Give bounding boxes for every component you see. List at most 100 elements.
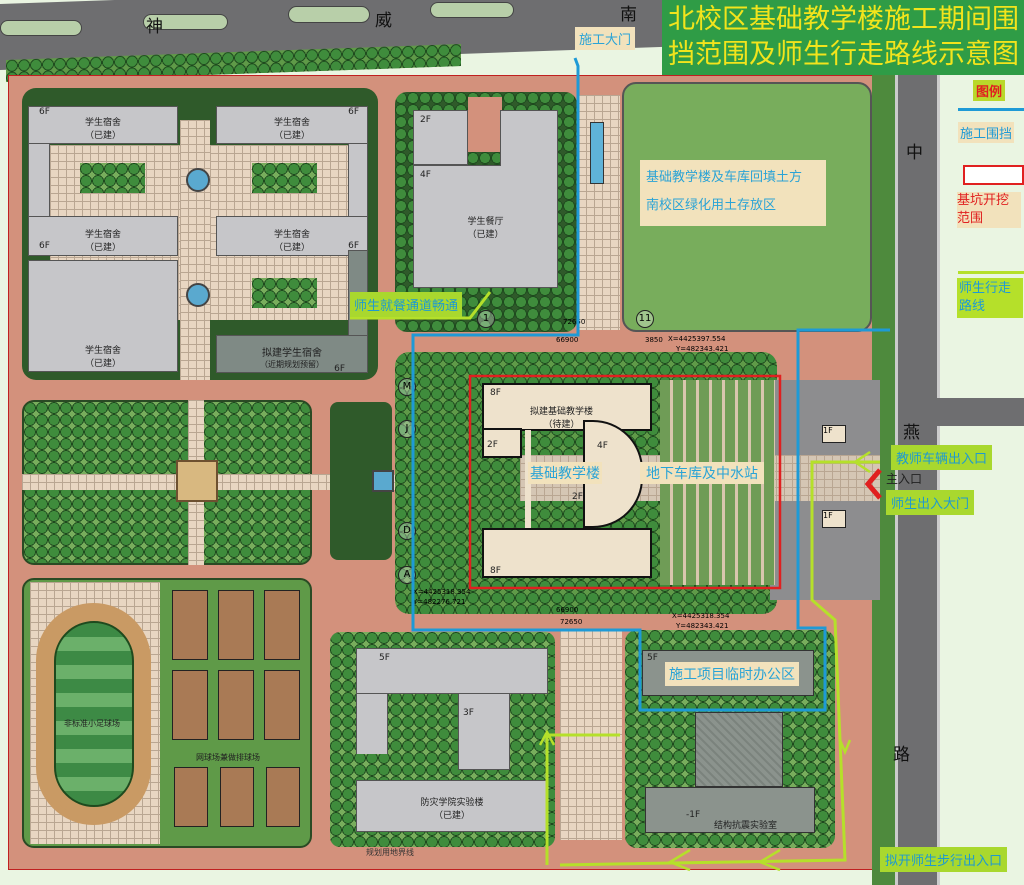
building-lab-south: 防灾学院实验楼（已建）: [356, 780, 548, 832]
building-dorm-planned: 拟建学生宿舍（近期规划预留）6F: [216, 335, 368, 374]
excavation-boundary: [468, 374, 782, 590]
axis-marker: 11: [636, 310, 654, 328]
building-teaching-south: [482, 528, 652, 578]
road-name: 中: [906, 143, 923, 163]
basketball-court: [218, 670, 254, 740]
basketball-court: [264, 590, 300, 660]
building-lab: 5F: [356, 648, 548, 694]
teaching-building-label: 基础教学楼: [528, 462, 602, 484]
legend-line-hoarding: [958, 108, 1024, 111]
basketball-court: [264, 670, 300, 740]
building-teaching-north: [482, 383, 652, 431]
floor-label: 4F: [597, 441, 608, 451]
east-side-road: [930, 398, 1024, 426]
building-dining-main: [500, 110, 558, 166]
football-label: 非标准小足球场: [64, 719, 120, 728]
legend-label-hoarding: 施工围挡: [958, 122, 1015, 143]
road-name: 南: [620, 5, 637, 25]
dining-courtyard: [468, 97, 502, 152]
road-median: [0, 20, 82, 36]
tennis-court: [174, 767, 208, 827]
fountain: [186, 283, 210, 307]
basketball-court: [172, 670, 208, 740]
fountain: [186, 168, 210, 192]
boundary-label: 规划用地界线: [366, 848, 414, 857]
coord-se-x: X=4425318.354: [672, 612, 730, 620]
road-name: 神: [146, 17, 163, 37]
coord-se-y: Y=482343.421: [676, 622, 729, 630]
teacher-vehicle-entrance-label: 教师车辆出入口: [891, 445, 993, 470]
building-dorm-sw: 学生宿舍（已建）: [28, 260, 178, 372]
teacher-student-route: [545, 733, 620, 865]
dim-bottom-1: 66900: [556, 606, 579, 614]
tennis-label: 网球场兼做排球场: [196, 753, 260, 762]
building-teaching-west: [482, 428, 522, 458]
main-gate-label: 师生出入大门: [886, 490, 975, 515]
dim-top-3: 3850: [645, 336, 663, 344]
soil-storage-label: 基础教学楼及车库回填土方 南校区绿化用土存放区: [640, 160, 826, 226]
hedge: [80, 163, 145, 193]
legend-title: 图例: [973, 80, 1006, 101]
road-name: 燕: [903, 423, 920, 443]
gate-house: 1F: [822, 510, 846, 528]
construction-gate-label: 施工大门: [575, 27, 636, 50]
floor-label: 2F: [487, 440, 498, 450]
main-entrance-label: 主入口: [886, 472, 923, 486]
route-arrow: [538, 450, 871, 872]
main-gate-marker: [864, 468, 882, 500]
east-road: [895, 75, 940, 885]
road-name: 威: [375, 11, 392, 31]
basketball-court: [218, 590, 254, 660]
floor-label: 2F: [572, 492, 583, 502]
dining-route-arrow: [350, 291, 492, 320]
building-seismic-core: [695, 712, 783, 787]
axis-marker: 1: [477, 310, 495, 328]
teaching-status: （待建）: [543, 420, 580, 430]
plaza-fountain: [372, 470, 394, 492]
coord-sw-x: X=4425318.354: [413, 588, 471, 596]
pavilion: [176, 460, 218, 502]
dim-bottom-2: 72650: [560, 618, 583, 626]
teacher-student-route: [559, 460, 880, 867]
building-teaching-label: 拟建基础教学楼 （待建）: [530, 404, 593, 430]
title-line-1: 北校区基础教学楼施工期间围: [668, 4, 1019, 35]
building-dining-2f: 2F: [413, 110, 468, 165]
coord-sw-y: Y=482276.721: [413, 598, 466, 606]
legend-label-excavation: 基坑开挖范围: [957, 192, 1021, 228]
floor-label: 8F: [490, 388, 501, 398]
gate-house: 1F: [822, 425, 846, 443]
dim-top-2: 66900: [556, 336, 579, 344]
football-field: [54, 621, 134, 807]
tennis-court: [220, 767, 254, 827]
hedge: [252, 278, 317, 308]
title-line-2: 挡范围及师生行走路线示意图: [668, 39, 1019, 70]
building-lab-wing: [356, 694, 388, 754]
road-median: [430, 2, 514, 18]
map-title: 北校区基础教学楼施工期间围 挡范围及师生行走路线示意图: [662, 0, 1024, 75]
teaching-name: 拟建基础教学楼: [530, 407, 594, 417]
road-median: [288, 6, 370, 23]
coord-ne-x: X=4425397.554: [668, 335, 726, 343]
dorm-walkway: [180, 120, 210, 380]
legend-rect-excavation: [963, 165, 1024, 185]
coord-ne-y: Y=482343.421: [676, 345, 729, 353]
dining-path-label: 师生就餐通道畅通: [350, 292, 463, 317]
east-greenbelt: [872, 75, 895, 885]
building-lab-center: 3F: [458, 694, 510, 770]
dim-top-1: 72650: [563, 318, 586, 326]
floor-label: 8F: [490, 566, 501, 576]
temp-office-label: 施工项目临时办公区: [665, 662, 799, 686]
construction-hoarding-line: [411, 57, 890, 712]
soil-storage-line-2: 南校区绿化用土存放区: [646, 198, 777, 213]
tennis-court: [266, 767, 300, 827]
legend-label-route: 师生行走路线: [957, 278, 1023, 318]
pedestrian-entrance-label: 拟开师生步行出入口: [880, 847, 1008, 872]
building-seismic-lab: -1F 结构抗震实验室: [645, 787, 815, 833]
soil-storage-line-1: 基础教学楼及车库回填土方: [646, 170, 803, 185]
